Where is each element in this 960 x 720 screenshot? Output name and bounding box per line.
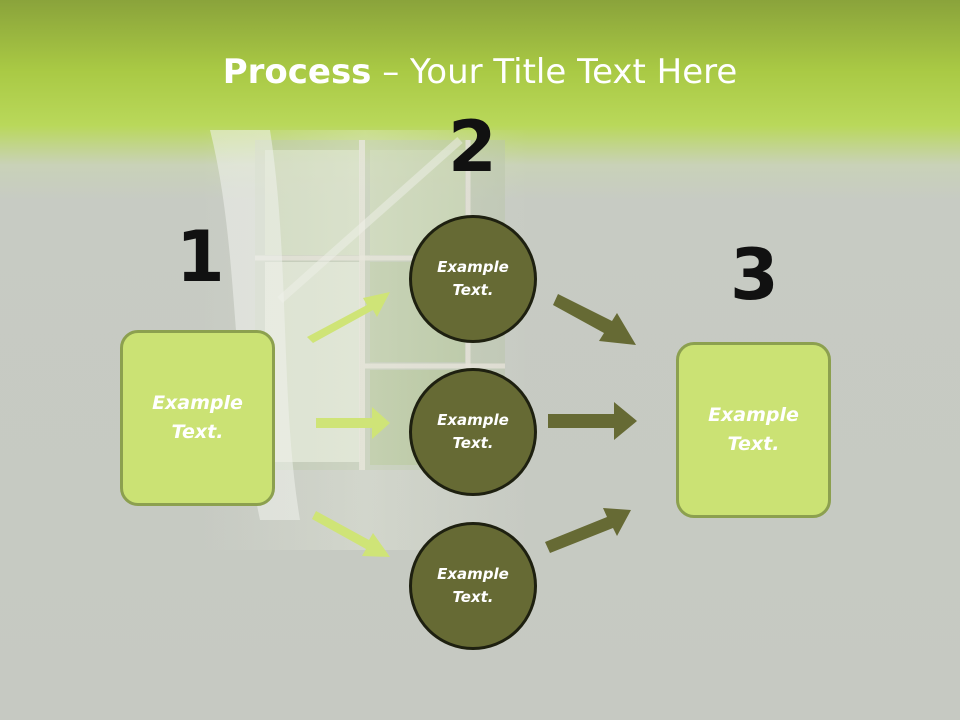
arrow-circle-1-to-right xyxy=(553,294,636,345)
circle-2-text: Example Text. xyxy=(428,409,518,455)
circle-3-line-2: Text. xyxy=(452,588,494,606)
left-box-line-2: Text. xyxy=(171,421,224,443)
right-box-line-1: Example xyxy=(708,404,799,426)
circle-3: Example Text. xyxy=(409,522,537,650)
arrow-circle-2-to-right xyxy=(548,402,637,440)
left-box: Example Text. xyxy=(120,330,275,506)
right-box-text: Example Text. xyxy=(699,401,809,459)
title-bold-part: Process xyxy=(222,52,372,92)
step-number-2: 2 xyxy=(448,106,497,188)
left-box-line-1: Example xyxy=(152,392,243,414)
arrow-left-to-circle-2 xyxy=(316,407,390,439)
circle-1-text: Example Text. xyxy=(428,256,518,302)
title-rest-part: – Your Title Text Here xyxy=(371,52,738,92)
circle-2-line-2: Text. xyxy=(452,434,494,452)
circle-3-text: Example Text. xyxy=(428,563,518,609)
right-box: Example Text. xyxy=(676,342,831,518)
right-box-line-2: Text. xyxy=(727,433,780,455)
circle-2-line-1: Example xyxy=(437,411,509,429)
circle-3-line-1: Example xyxy=(437,565,509,583)
arrow-circle-3-to-right xyxy=(545,508,631,553)
arrow-left-to-circle-3 xyxy=(312,511,390,557)
circle-2: Example Text. xyxy=(409,368,537,496)
circle-1: Example Text. xyxy=(409,215,537,343)
left-box-text: Example Text. xyxy=(143,389,253,447)
arrow-left-to-circle-1 xyxy=(307,292,390,343)
circle-1-line-2: Text. xyxy=(452,281,494,299)
slide-title: Process – Your Title Text Here xyxy=(0,52,960,92)
circle-1-line-1: Example xyxy=(437,258,509,276)
step-number-3: 3 xyxy=(730,234,779,316)
step-number-1: 1 xyxy=(176,216,225,298)
